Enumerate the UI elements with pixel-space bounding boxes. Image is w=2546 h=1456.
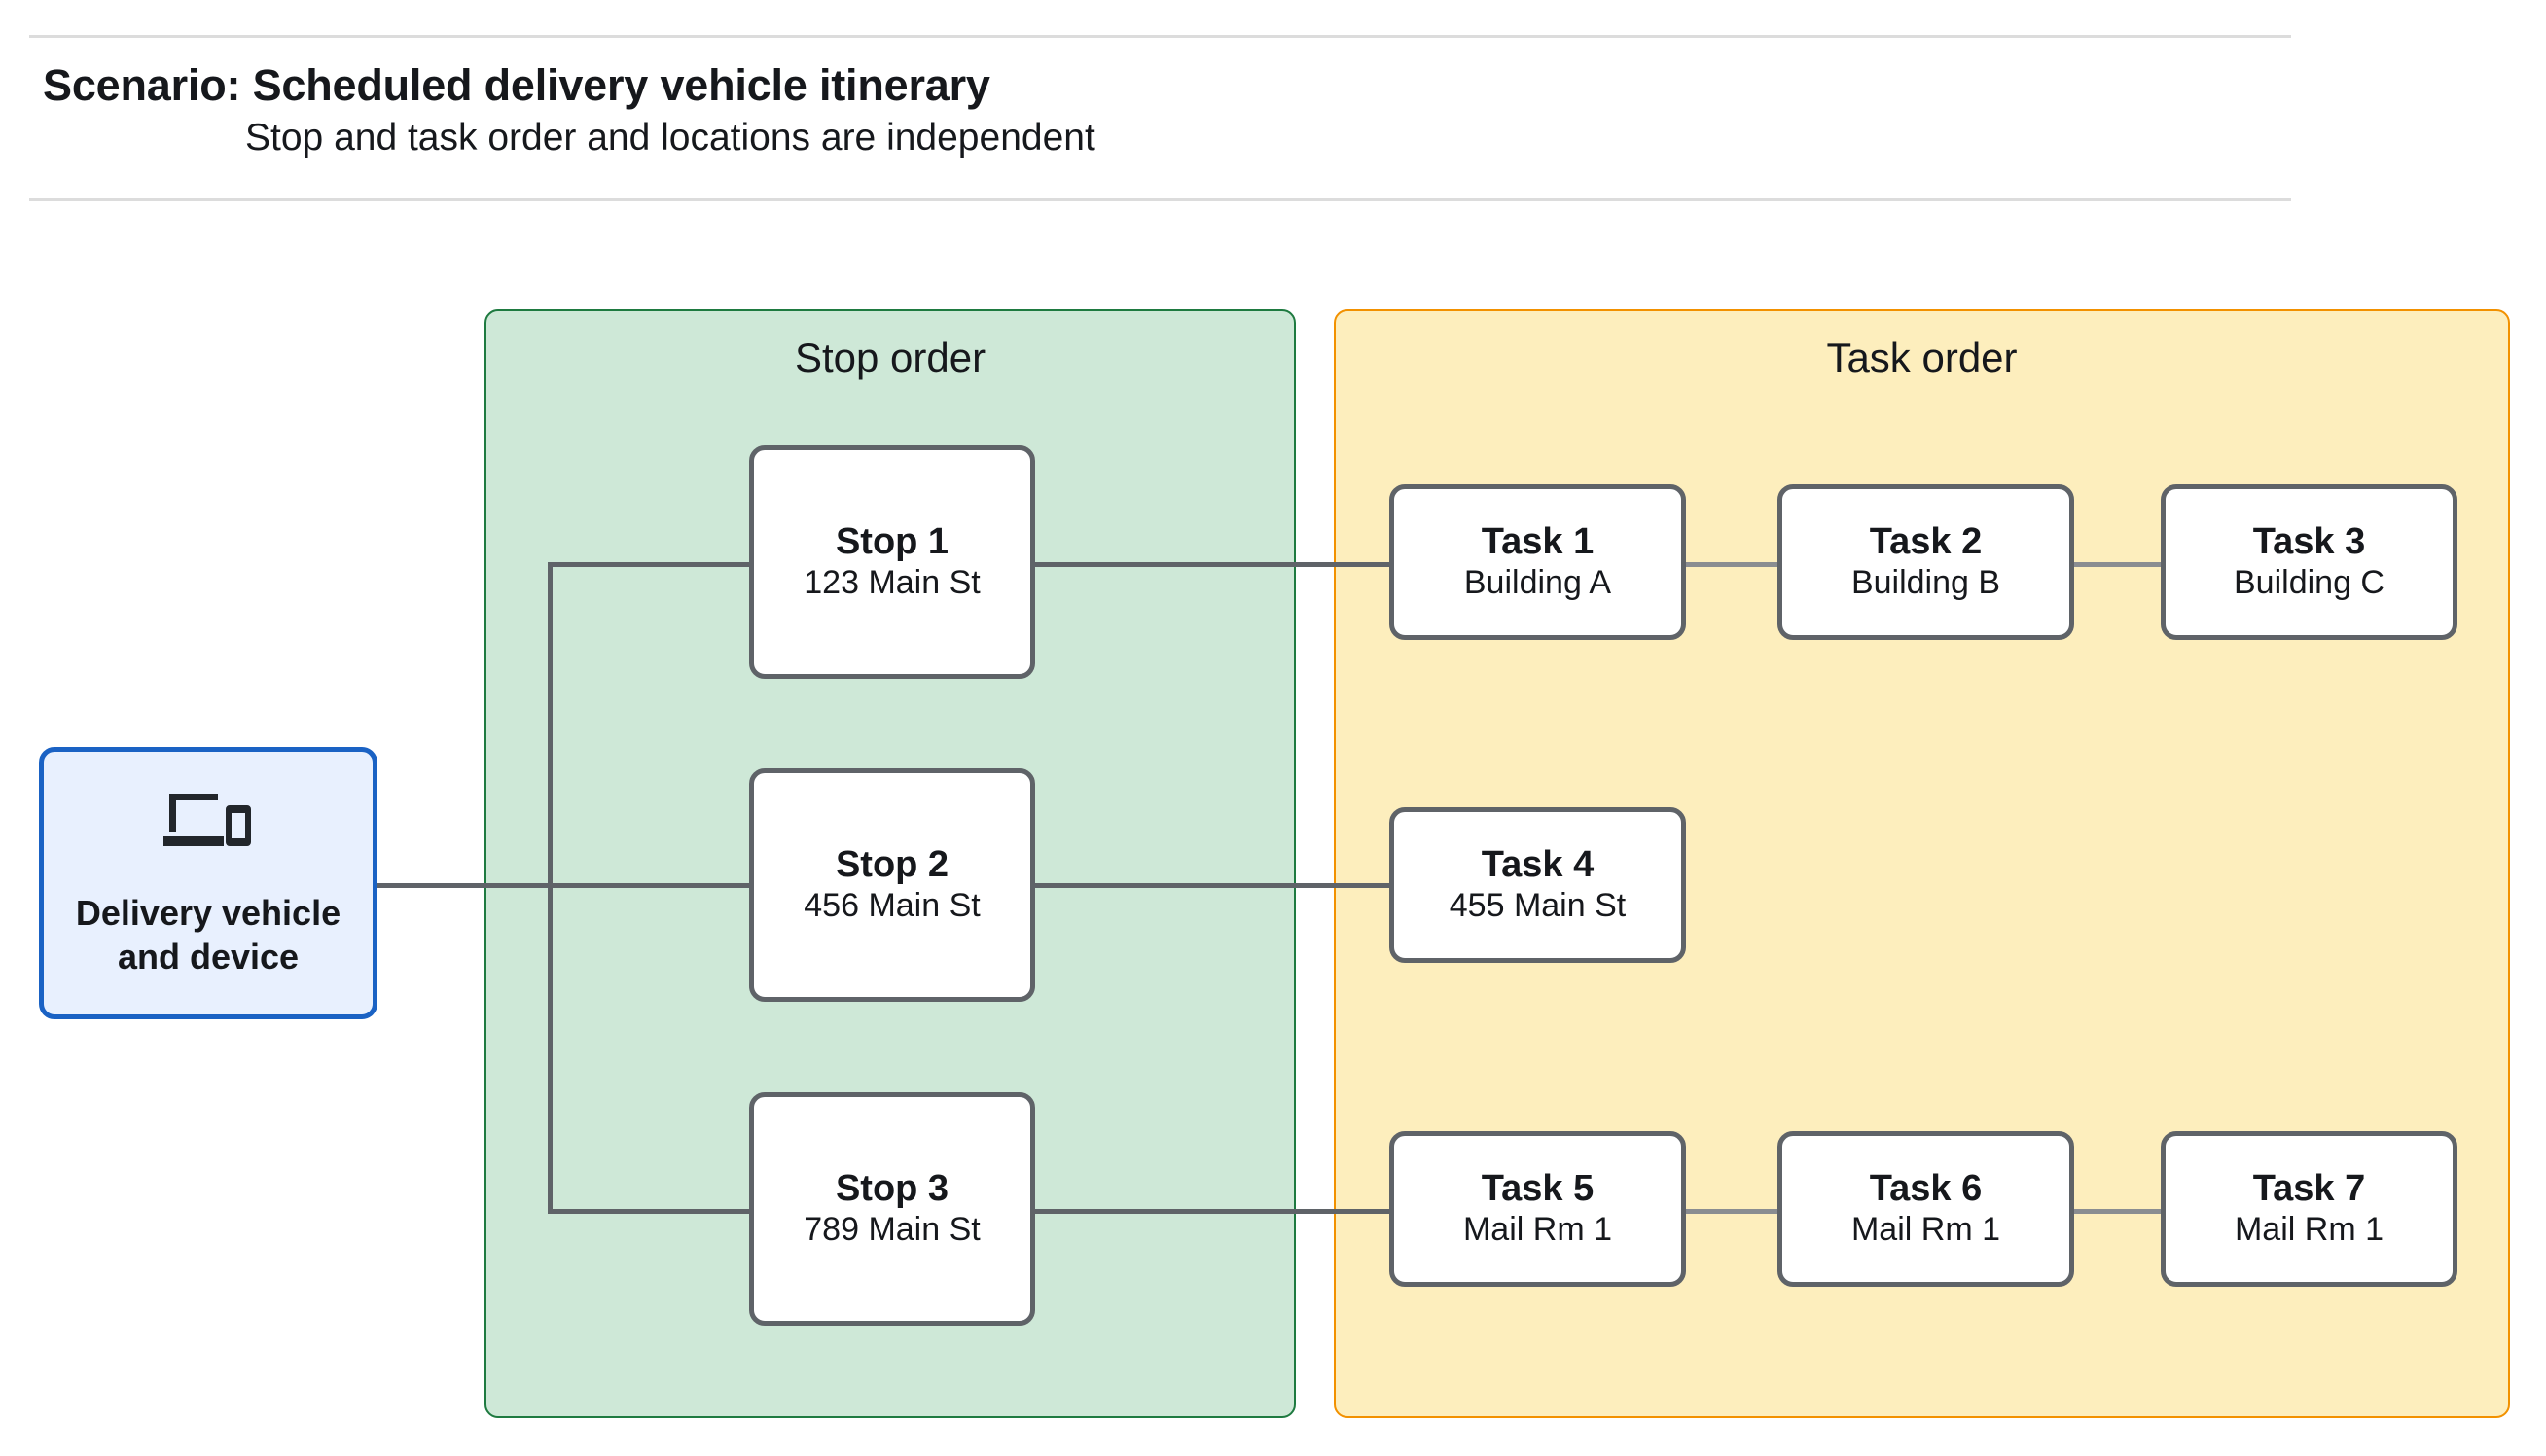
task-node-6-name: Task 6 xyxy=(1869,1167,1983,1209)
connector-task-1-to-task-2 xyxy=(1684,562,1780,567)
task-node-3-name: Task 3 xyxy=(2252,520,2366,562)
header-divider-bottom xyxy=(29,198,2291,201)
task-node-6[interactable]: Task 6 Mail Rm 1 xyxy=(1777,1131,2074,1287)
header-divider-top xyxy=(29,35,2291,38)
stop-node-1-location: 123 Main St xyxy=(804,564,981,602)
stop-node-1-name: Stop 1 xyxy=(835,520,950,562)
connector-trunk-to-stop-3 xyxy=(548,1209,754,1214)
connector-stop-1-to-task-1 xyxy=(1030,562,1394,567)
task-node-7[interactable]: Task 7 Mail Rm 1 xyxy=(2161,1131,2457,1287)
connector-stop-2-to-task-4 xyxy=(1030,883,1394,888)
task-node-2-name: Task 2 xyxy=(1869,520,1983,562)
page-subtitle: Stop and task order and locations are in… xyxy=(245,117,1095,159)
stop-order-panel-title: Stop order xyxy=(794,335,986,380)
connector-task-2-to-task-3 xyxy=(2072,562,2164,567)
task-node-2[interactable]: Task 2 Building B xyxy=(1777,484,2074,640)
page-title: Scenario: Scheduled delivery vehicle iti… xyxy=(43,60,990,110)
task-node-5[interactable]: Task 5 Mail Rm 1 xyxy=(1389,1131,1686,1287)
delivery-vehicle-label: Delivery vehicle and device xyxy=(75,893,341,977)
task-node-7-name: Task 7 xyxy=(2252,1167,2366,1209)
task-node-7-location: Mail Rm 1 xyxy=(2234,1211,2385,1249)
task-node-3-location: Building C xyxy=(2234,564,2385,602)
stop-node-3-location: 789 Main St xyxy=(804,1211,981,1249)
connector-vehicle-to-trunk xyxy=(377,883,553,888)
stop-node-3[interactable]: Stop 3 789 Main St xyxy=(749,1092,1035,1326)
task-node-2-location: Building B xyxy=(1850,564,2001,602)
stop-node-2-location: 456 Main St xyxy=(804,887,981,925)
stop-node-2[interactable]: Stop 2 456 Main St xyxy=(749,768,1035,1002)
task-node-3[interactable]: Task 3 Building C xyxy=(2161,484,2457,640)
task-node-1-name: Task 1 xyxy=(1481,520,1595,562)
connector-trunk-to-stop-1 xyxy=(548,562,754,567)
connector-trunk-vertical xyxy=(548,562,553,1214)
connector-stop-3-to-task-5 xyxy=(1030,1209,1394,1214)
task-node-1[interactable]: Task 1 Building A xyxy=(1389,484,1686,640)
stop-node-1[interactable]: Stop 1 123 Main St xyxy=(749,445,1035,679)
task-node-1-location: Building A xyxy=(1463,564,1612,602)
delivery-vehicle-node[interactable]: Delivery vehicle and device xyxy=(39,747,377,1019)
stop-node-2-name: Stop 2 xyxy=(835,843,950,885)
stop-node-3-name: Stop 3 xyxy=(835,1167,950,1209)
task-node-4-name: Task 4 xyxy=(1481,843,1595,885)
connector-task-5-to-task-6 xyxy=(1684,1209,1780,1214)
task-node-6-location: Mail Rm 1 xyxy=(1850,1211,2001,1249)
devices-icon xyxy=(161,788,255,848)
connector-trunk-to-stop-2 xyxy=(548,883,754,888)
task-order-panel-title: Task order xyxy=(1826,335,2018,380)
task-node-4[interactable]: Task 4 455 Main St xyxy=(1389,807,1686,963)
task-node-5-location: Mail Rm 1 xyxy=(1462,1211,1613,1249)
task-node-4-location: 455 Main St xyxy=(1449,887,1627,925)
connector-task-6-to-task-7 xyxy=(2072,1209,2164,1214)
task-node-5-name: Task 5 xyxy=(1481,1167,1595,1209)
